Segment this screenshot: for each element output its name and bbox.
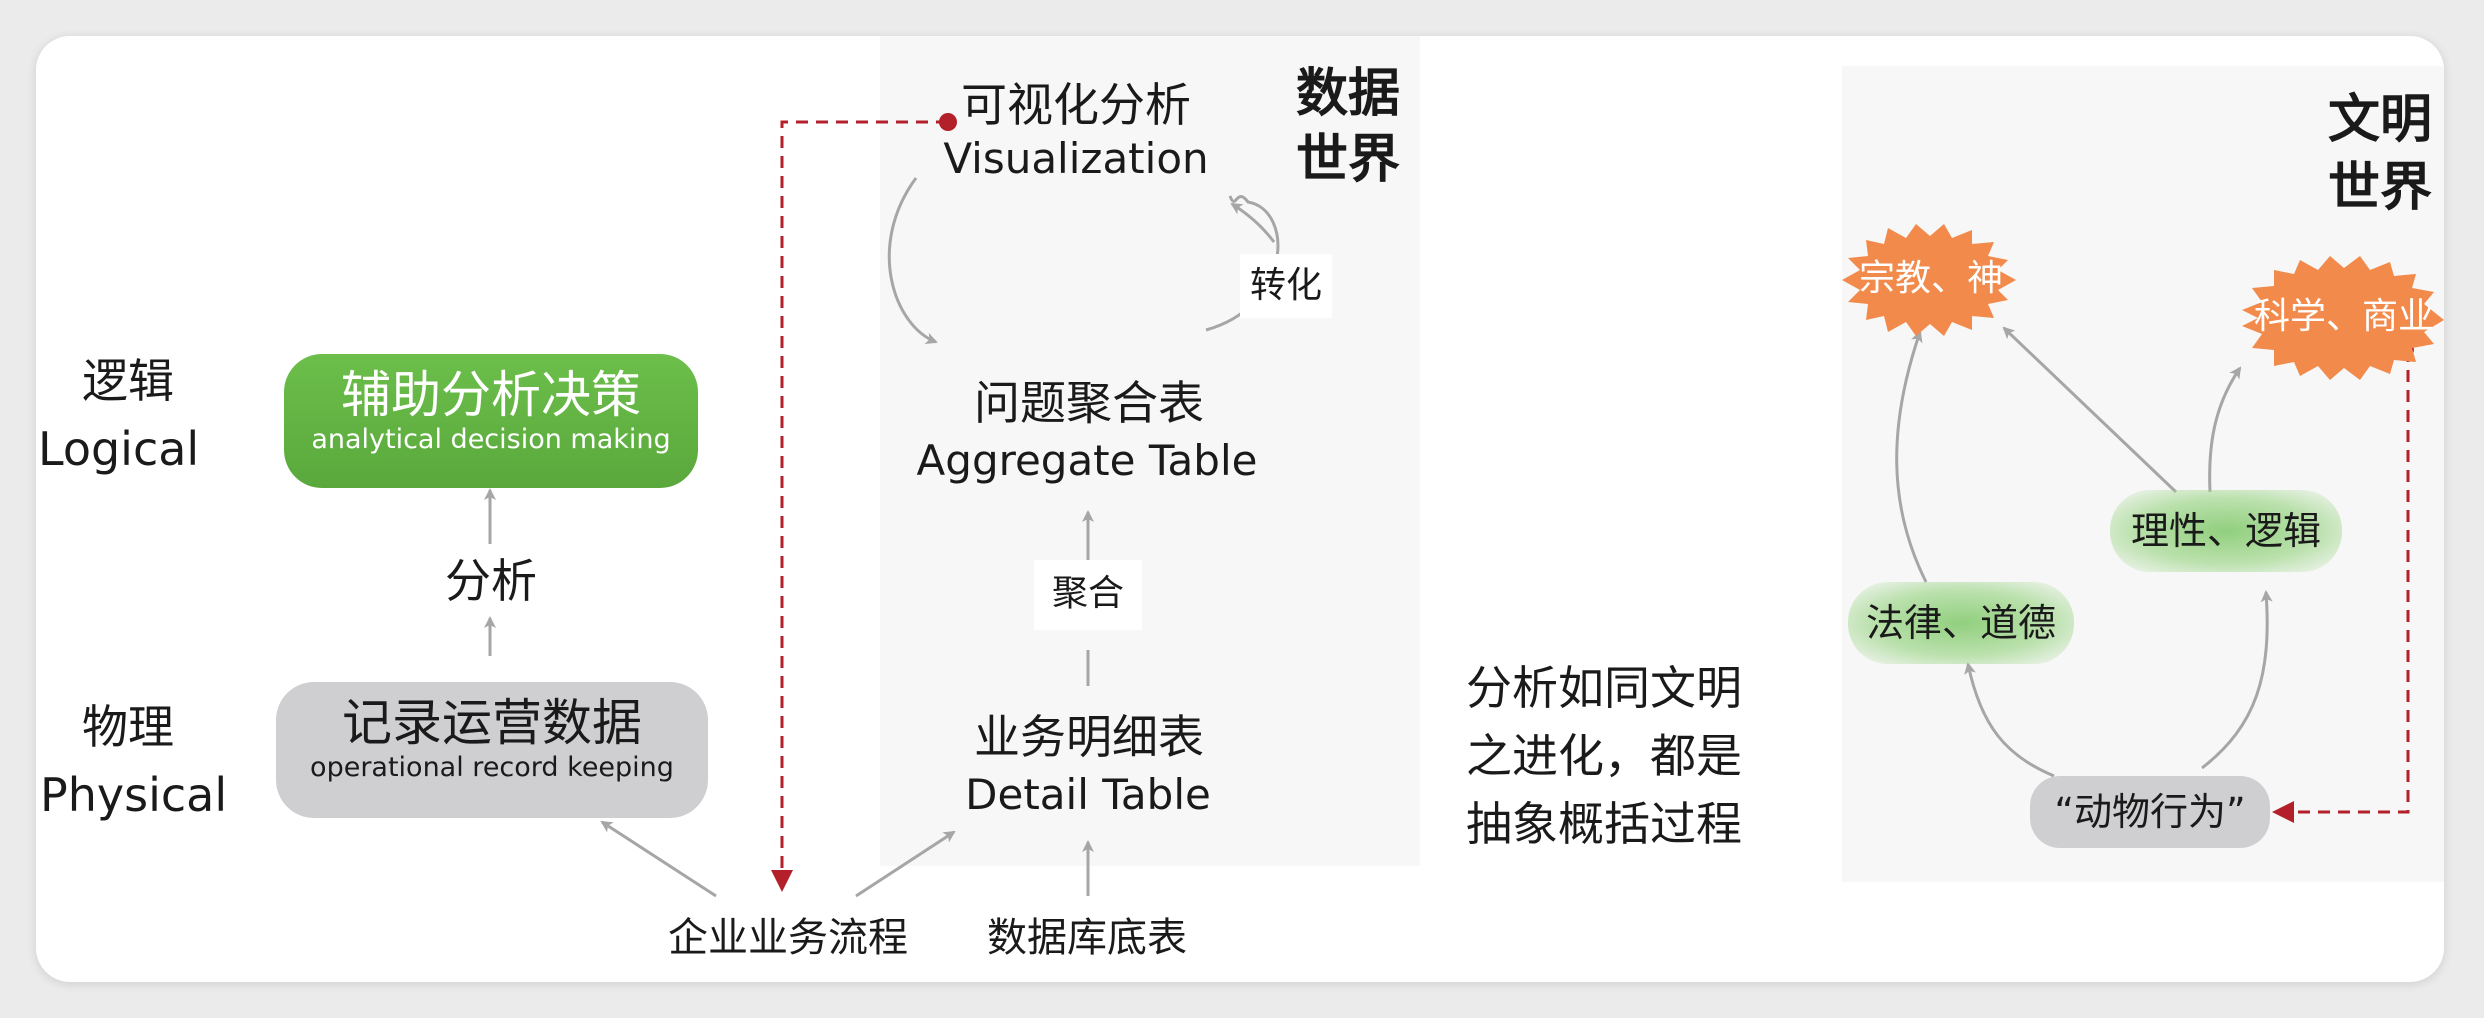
- dashed-start-dot: [939, 113, 957, 131]
- law-node: 法律、道德: [1848, 582, 2074, 664]
- animal-behavior-node: “动物行为”: [2030, 776, 2270, 848]
- aggregate-cn: 问题聚合表: [974, 376, 1204, 430]
- arrow-transform-tip: [1230, 202, 1276, 243]
- arrow-visualization-to-aggregate: [887, 177, 938, 345]
- civilization-analogy-line-3: 抽象概括过程: [1466, 797, 1742, 851]
- decision-box-cn: 辅助分析决策: [341, 366, 641, 424]
- arrow-animal-to-reason: [2201, 590, 2273, 770]
- science-label: 科学、商业: [2253, 296, 2434, 337]
- reason-node: 理性、逻辑: [2110, 490, 2342, 572]
- decision-box-en: analytical decision making: [311, 424, 671, 455]
- analysis-label: 分析: [445, 554, 537, 608]
- enterprise-process-label: 企业业务流程: [668, 915, 908, 961]
- civilization-analogy-line-2: 之进化，都是: [1466, 729, 1742, 783]
- civilization-world-panel: [1842, 66, 2444, 882]
- visualization-cn: 可视化分析: [961, 78, 1191, 132]
- arrow-law-to-religion: [1895, 330, 1928, 583]
- record-box: 记录运营数据 operational record keeping: [276, 682, 708, 818]
- decision-box: 辅助分析决策 analytical decision making: [284, 354, 698, 488]
- data-world-title-1: 数据: [1296, 64, 1401, 124]
- arrow-reason-to-science: [2208, 366, 2242, 493]
- reason-label: 理性、逻辑: [2130, 509, 2321, 553]
- civilization-analogy-line-1: 分析如同文明: [1466, 661, 1742, 715]
- record-box-en: operational record keeping: [310, 752, 674, 783]
- transform-label: 转化: [1240, 254, 1332, 318]
- law-label: 法律、道德: [1865, 601, 2056, 645]
- detail-cn: 业务明细表: [974, 710, 1204, 764]
- civ-world-title-1: 文明: [2328, 90, 2433, 150]
- aggregate-label: 聚合: [1034, 560, 1142, 630]
- detail-en: Detail Table: [965, 770, 1211, 819]
- data-world-title-2: 世界: [1296, 130, 1401, 190]
- visualization-en: Visualization: [943, 134, 1209, 183]
- religion-burst: [1842, 224, 2016, 336]
- religion-label: 宗教、神: [1858, 258, 2003, 299]
- logical-label-cn: 逻辑: [82, 354, 174, 408]
- database-table-label: 数据库底表: [987, 915, 1187, 961]
- arrow-reason-to-religion: [2002, 326, 2178, 494]
- animal-behavior-label: “动物行为”: [2054, 790, 2246, 834]
- physical-label-cn: 物理: [82, 700, 174, 754]
- dashed-visualization-to-enterprise: [771, 120, 948, 892]
- arrow-enterprise-to-record: [600, 820, 717, 898]
- civ-world-title-2: 世界: [2328, 158, 2433, 218]
- record-box-cn: 记录运营数据: [342, 694, 642, 752]
- dashed-science-to-animal: [2272, 350, 2410, 823]
- science-burst: [2242, 256, 2444, 380]
- diagram-card: 逻辑 Logical 物理 Physical 辅助分析决策 analytical…: [36, 36, 2444, 982]
- arrow-animal-to-law: [1964, 662, 2055, 778]
- aggregate-en: Aggregate Table: [916, 436, 1258, 485]
- logical-label-en: Logical: [38, 422, 200, 476]
- data-world-panel: [880, 36, 1420, 866]
- arrow-enterprise-to-detail: [855, 830, 956, 898]
- connectors-layer: [484, 113, 2444, 898]
- physical-label-en: Physical: [40, 768, 228, 822]
